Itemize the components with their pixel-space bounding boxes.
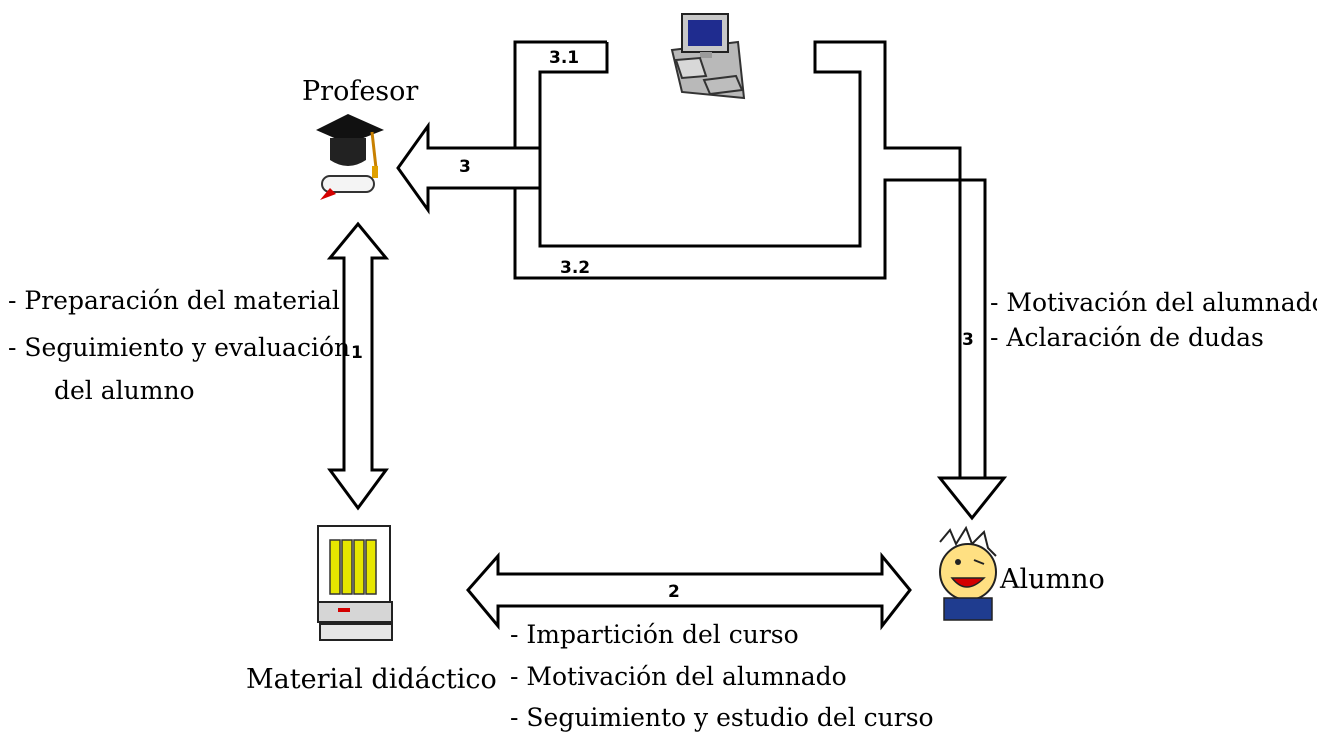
note-imparticion: - Impartición del curso <box>510 620 799 649</box>
note-motivacion-alumnado-right: - Motivación del alumnado <box>990 288 1317 317</box>
note-preparacion: - Preparación del material <box>8 286 340 315</box>
note-seguimiento-estudio: - Seguimiento y estudio del curso <box>510 703 934 732</box>
books-computer-icon <box>317 525 393 641</box>
note-motivacion-alumnado-bottom: - Motivación del alumnado <box>510 662 847 691</box>
graduation-cap-diploma-icon <box>316 114 384 200</box>
flow-2-arrow <box>466 551 912 631</box>
flow-3-loop <box>396 40 1008 521</box>
computer-icon <box>670 13 746 100</box>
note-aclaracion-dudas: - Aclaración de dudas <box>990 323 1264 352</box>
flow-3-2-number: 3.2 <box>560 258 590 278</box>
flow-3-1-number: 3.1 <box>549 48 579 68</box>
flow-3-left-number: 3 <box>459 157 471 177</box>
material-label: Material didáctico <box>246 664 497 695</box>
flow-1-number: 1 <box>351 343 363 363</box>
profesor-label: Profesor <box>302 76 418 107</box>
student-face-icon <box>939 525 997 621</box>
flow-1-arrow <box>326 221 390 511</box>
flow-2-number: 2 <box>668 582 680 602</box>
note-seguimiento-evaluacion: - Seguimiento y evaluación <box>8 333 350 362</box>
note-del-alumno: del alumno <box>54 376 195 405</box>
flow-3-right-number: 3 <box>962 330 974 350</box>
alumno-label: Alumno <box>999 564 1105 595</box>
